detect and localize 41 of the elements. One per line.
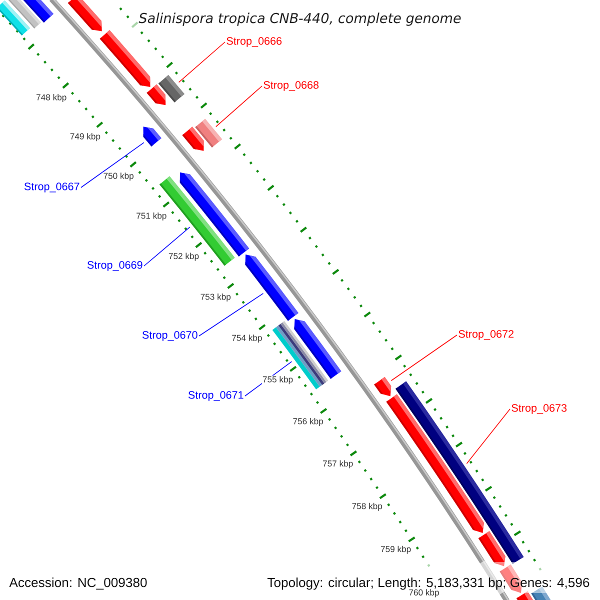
- leader-line: [466, 408, 510, 464]
- gene-block: [146, 84, 166, 106]
- position-label: 754 kbp: [231, 334, 263, 344]
- gene-block: [182, 126, 204, 151]
- position-label: 757 kbp: [322, 460, 354, 469]
- position-label: 752 kbp: [168, 252, 200, 262]
- position-label: 760 kbp: [408, 588, 440, 598]
- map-title: Salinispora tropica CNB-440, complete genome: [138, 12, 461, 26]
- position-label: 750 kbp: [102, 172, 134, 182]
- gene-label: Strop_0667: [24, 182, 80, 192]
- position-label: 753 kbp: [200, 293, 232, 302]
- leader-line: [390, 334, 458, 382]
- gene-block: [516, 591, 533, 600]
- position-label: 748 kbp: [36, 94, 68, 103]
- footer-text: Accession: NC_009380: [9, 578, 147, 590]
- position-label: 749 kbp: [69, 132, 102, 142]
- gene-block: [68, 0, 102, 32]
- gene-label: Strop_0669: [87, 261, 142, 271]
- gene-bar: [531, 586, 551, 600]
- gene-block: [100, 30, 150, 87]
- gene-block: [478, 531, 506, 566]
- leader-line: [144, 226, 190, 266]
- leader-line: [80, 142, 144, 188]
- gene-label: Strop_0673: [512, 404, 567, 414]
- gene-label: Strop_0671: [188, 391, 244, 401]
- leader-line: [198, 293, 264, 336]
- gene-label: Strop_0666: [226, 37, 282, 47]
- gene-label: Strop_0670: [142, 331, 198, 341]
- leader-line: [178, 42, 226, 83]
- gene-label: Strop_0668: [264, 81, 319, 91]
- gene-block: [143, 126, 162, 146]
- gene-block: [245, 254, 298, 321]
- footer-text: Topology: circular; Length: 5,183,331 bp; Genes: 4,596: [267, 578, 590, 590]
- position-label: 759 kbp: [380, 545, 412, 554]
- position-label: 751 kbp: [136, 212, 168, 221]
- position-label: 756 kbp: [292, 417, 324, 426]
- position-label: 758 kbp: [351, 502, 383, 512]
- gene-block: [374, 377, 392, 396]
- gene-label: Strop_0672: [458, 330, 514, 340]
- gene-bar: [0, 0, 30, 36]
- position-label: 755 kbp: [262, 376, 294, 385]
